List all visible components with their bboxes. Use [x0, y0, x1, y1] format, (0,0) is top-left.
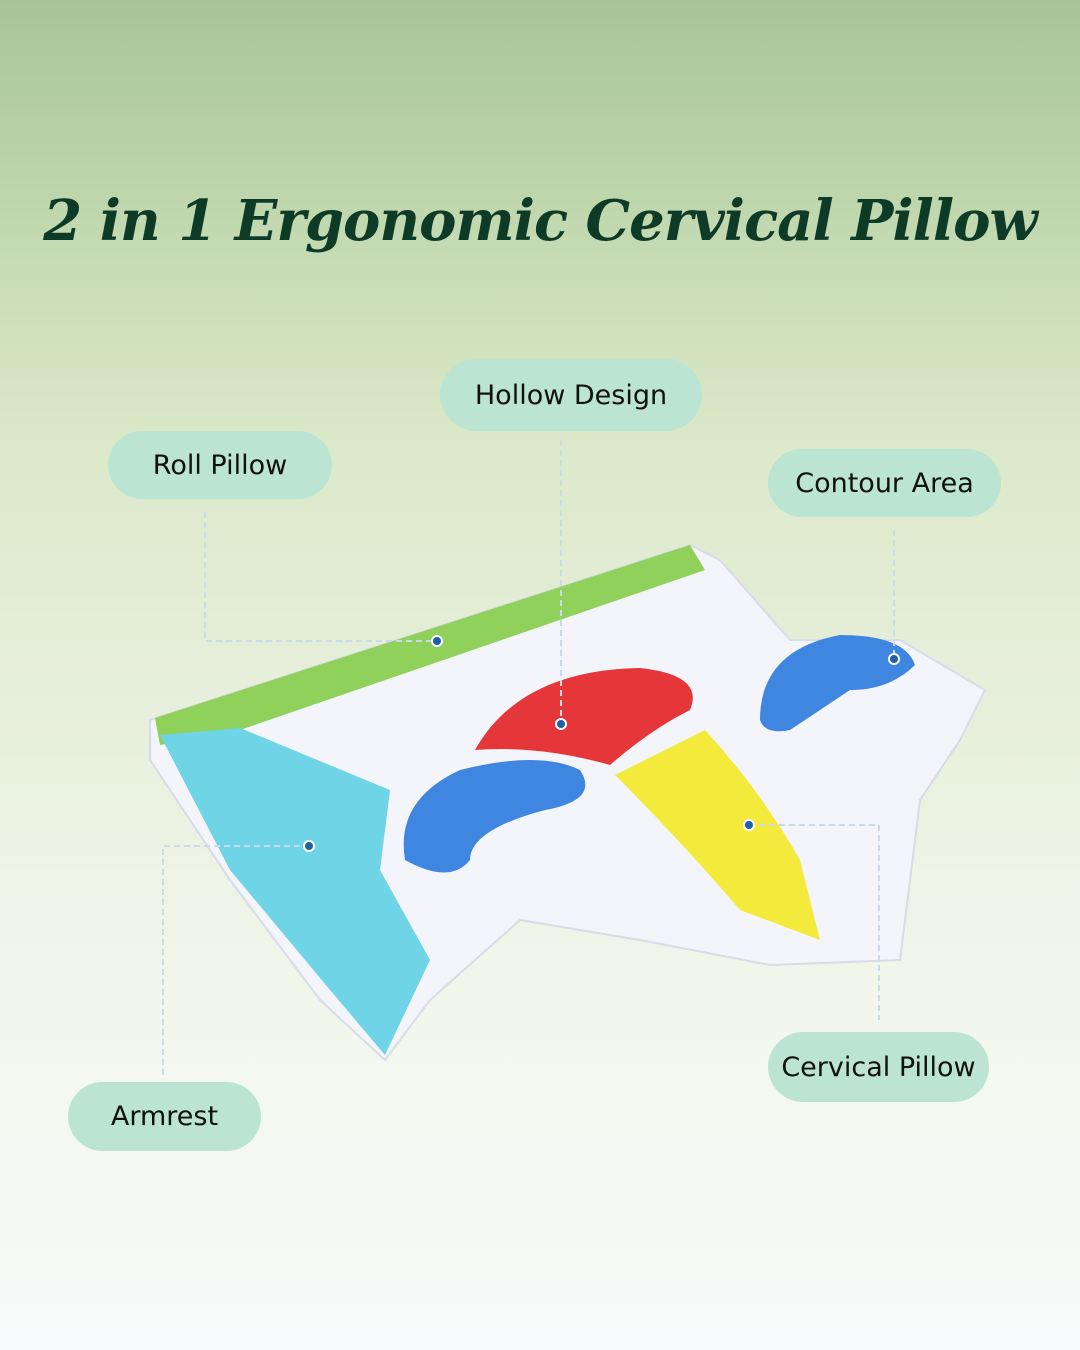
- contour-blue-zone: [760, 635, 915, 732]
- pillow-body: [149, 543, 987, 1062]
- blue-zone-left: [403, 760, 586, 873]
- leader-lines: [162, 440, 895, 1075]
- label-cervical-pillow: Cervical Pillow: [768, 1032, 989, 1102]
- marker-armrest: [303, 840, 315, 852]
- label-armrest: Armrest: [68, 1082, 261, 1151]
- markers: [303, 635, 900, 852]
- marker-hollow-design: [555, 718, 567, 730]
- marker-roll-pillow: [431, 635, 443, 647]
- roll-pillow-green-zone: [155, 545, 705, 745]
- marker-cervical-pillow: [743, 819, 755, 831]
- page-title: 2 in 1 Ergonomic Cervical Pillow: [43, 188, 1037, 254]
- cervical-yellow-zone: [615, 730, 820, 940]
- label-roll-pillow: Roll Pillow: [108, 431, 332, 499]
- armrest-cyan-zone: [160, 728, 430, 1055]
- label-contour-area: Contour Area: [768, 449, 1001, 517]
- hollow-red-zone: [475, 668, 693, 765]
- label-hollow-design: Hollow Design: [440, 359, 702, 431]
- marker-contour-area: [888, 653, 900, 665]
